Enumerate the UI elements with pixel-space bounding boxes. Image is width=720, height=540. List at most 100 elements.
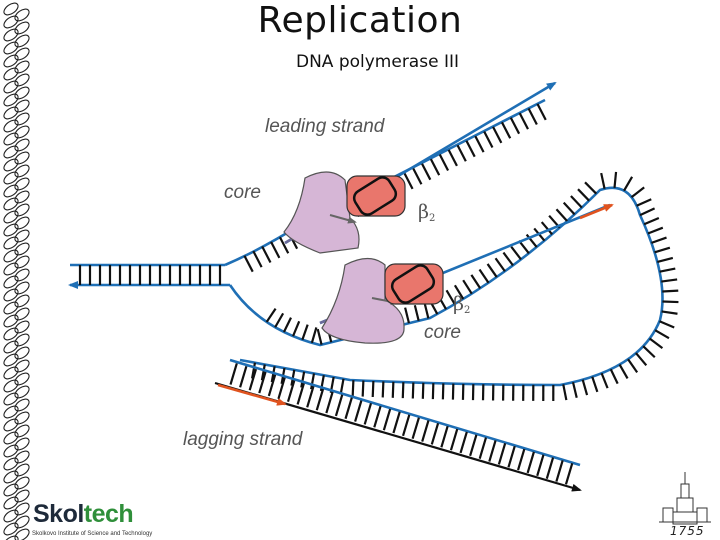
- chain-link: [3, 522, 19, 536]
- base-pair-rung: [453, 284, 465, 300]
- base-pair-rung: [570, 195, 583, 209]
- base-pair-rung: [430, 423, 440, 445]
- chain-link: [14, 216, 30, 230]
- base-pair-rung: [412, 167, 423, 185]
- chain-link: [3, 223, 19, 237]
- chain-link: [3, 470, 19, 484]
- base-pair-rung: [243, 255, 254, 273]
- base-pair-rung: [536, 454, 545, 477]
- base-pair-rung: [618, 364, 629, 379]
- base-pair-rung: [282, 317, 292, 333]
- chain-link: [3, 262, 19, 276]
- base-pair-rung: [251, 362, 257, 379]
- base-pair-rung: [316, 328, 323, 345]
- base-pair-rung: [449, 428, 459, 451]
- base-pair-rung: [381, 381, 385, 398]
- base-pair-rung: [527, 108, 538, 125]
- base-pair-rung: [301, 324, 309, 341]
- core-upper-label: core: [224, 182, 261, 203]
- base-pair-rung: [278, 236, 290, 254]
- base-pair-rung: [600, 172, 606, 189]
- base-pair-rung: [404, 307, 411, 324]
- base-pair-rung: [429, 158, 441, 176]
- base-pair-rung: [363, 403, 373, 425]
- base-pair-rung: [286, 380, 296, 402]
- chain-link: [14, 437, 30, 451]
- base-pair-rung: [310, 373, 316, 390]
- leading-strand-label: leading strand: [265, 116, 386, 137]
- base-pair-rung: [470, 274, 482, 289]
- base-pair-rung: [325, 391, 334, 414]
- base-pair-rung: [654, 329, 670, 340]
- chain-link: [3, 93, 19, 107]
- base-pair-rung: [261, 245, 272, 263]
- base-pair-rung: [555, 460, 564, 482]
- chain-link: [3, 210, 19, 224]
- base-pair-rung: [609, 368, 619, 385]
- chain-link: [14, 255, 30, 269]
- base-pair-rung: [643, 216, 660, 226]
- chain-link: [14, 489, 30, 503]
- base-pair-rung: [459, 431, 468, 454]
- base-pair-rung: [571, 381, 578, 399]
- base-pair-rung: [344, 397, 353, 420]
- base-pair-rung: [661, 278, 678, 283]
- chain-link: [14, 60, 30, 74]
- base-pair-rung: [478, 268, 490, 284]
- base-pair-rung: [661, 310, 678, 315]
- base-pair-rung: [401, 382, 405, 399]
- chain-link: [14, 86, 30, 100]
- base-pair-rung: [391, 381, 395, 398]
- base-pair-rung: [469, 434, 478, 457]
- chain-link: [14, 515, 30, 529]
- base-pair-rung: [510, 245, 522, 261]
- beta-upper-label: β2: [418, 201, 435, 224]
- base-pair-rung: [354, 400, 363, 422]
- base-pair-rung: [351, 380, 355, 397]
- chain-link: [3, 340, 19, 354]
- chain-link: [14, 463, 30, 477]
- base-pair-rung: [613, 171, 618, 188]
- base-pair-rung: [488, 440, 497, 462]
- chain-link: [3, 301, 19, 315]
- logo-name-part1: Skol: [33, 500, 84, 528]
- chain-link: [14, 21, 30, 35]
- chain-link: [3, 483, 19, 497]
- base-pair-rung: [591, 376, 599, 393]
- base-pair-rung: [494, 257, 506, 272]
- base-pair-rung: [639, 207, 656, 217]
- chain-link: [3, 184, 19, 198]
- base-pair-rung: [411, 382, 415, 399]
- chain-link: [3, 353, 19, 367]
- chain-link: [14, 476, 30, 490]
- chain-link: [14, 372, 30, 386]
- chain-link: [14, 385, 30, 399]
- base-pair-rung: [636, 198, 652, 207]
- base-pair-rung: [440, 425, 449, 448]
- base-pair-rung: [260, 364, 266, 381]
- base-pair-rung: [296, 383, 305, 405]
- chain-link: [3, 158, 19, 172]
- base-pair-rung: [456, 144, 467, 162]
- chain-link: [14, 138, 30, 152]
- base-pair-rung: [497, 443, 507, 465]
- beta-clamp-upper: [346, 175, 406, 217]
- base-pair-rung: [373, 405, 382, 428]
- chain-link: [14, 281, 30, 295]
- base-pair-rung: [265, 308, 277, 323]
- parental-duplex: [68, 263, 230, 289]
- base-pair-rung: [492, 126, 503, 144]
- base-pair-rung: [647, 226, 664, 235]
- chain-link: [14, 190, 30, 204]
- chain-link: [14, 333, 30, 347]
- chain-link: [3, 15, 19, 29]
- base-pair-rung: [525, 233, 538, 248]
- base-pair-rung: [474, 135, 485, 153]
- base-pair-rung: [659, 267, 676, 273]
- base-pair-rung: [623, 176, 634, 192]
- chain-link: [14, 34, 30, 48]
- chain-link: [3, 132, 19, 146]
- chain-link: [3, 405, 19, 419]
- chain-link: [3, 236, 19, 250]
- base-pair-rung: [392, 411, 401, 434]
